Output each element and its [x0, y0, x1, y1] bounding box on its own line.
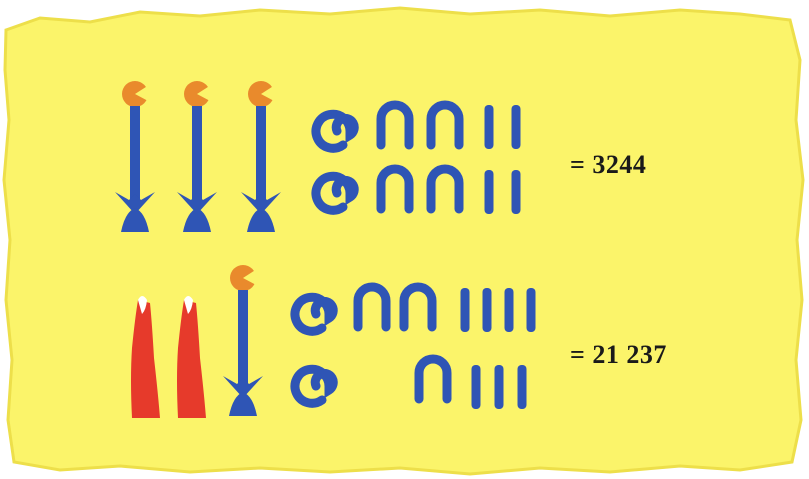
stroke-unit-glyph: [518, 365, 527, 409]
numeral-value-label-21237: = 21 237: [570, 340, 667, 370]
stroke-unit-glyph: [512, 105, 521, 149]
stroke-unit-glyph: [472, 365, 481, 409]
stroke-unit-glyph: [485, 170, 494, 214]
stroke-unit-glyph: [527, 288, 536, 332]
stroke-unit-glyph: [483, 288, 492, 332]
stroke-unit-glyph: [495, 365, 504, 409]
numeral-value-label-3244: = 3244: [570, 150, 646, 180]
stroke-unit-glyph: [485, 105, 494, 149]
stroke-unit-glyph: [461, 288, 470, 332]
stroke-unit-glyph: [512, 170, 521, 214]
papyrus-sheet: [4, 8, 803, 474]
stroke-unit-glyph: [505, 288, 514, 332]
